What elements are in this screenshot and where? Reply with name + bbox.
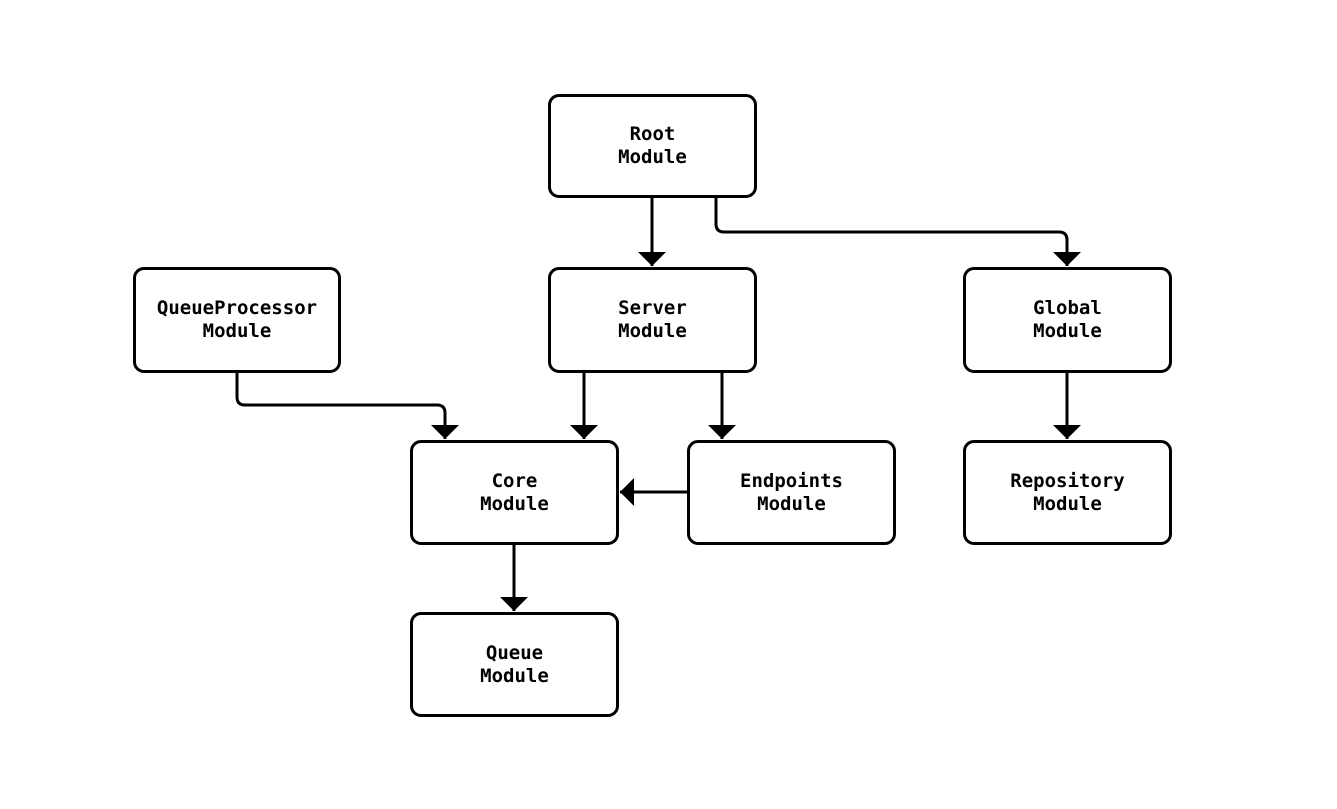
node-root-module-line2: Module <box>618 146 687 168</box>
node-root-module-label: Root Module <box>618 123 687 169</box>
node-repository-module-line2: Module <box>1033 492 1102 515</box>
node-queue-module-line2: Module <box>480 664 549 687</box>
node-global-module-line2: Module <box>1033 320 1102 342</box>
node-repository-module: Repository Module <box>963 440 1172 545</box>
node-endpoints-module-line1: Endpoints <box>740 469 843 492</box>
node-server-module-label: Server Module <box>618 297 687 343</box>
node-server-module: Server Module <box>548 267 757 373</box>
node-repository-module-line1: Repository <box>1010 469 1125 492</box>
node-queueprocessor-module-label: QueueProcessor Module <box>157 297 317 343</box>
node-global-module-label: Global Module <box>1033 297 1102 343</box>
node-queue-module-line1: Queue <box>485 641 544 664</box>
edge-root-module-to-global-module <box>714 197 1081 266</box>
node-core-module-label: Core Module <box>480 470 549 516</box>
node-endpoints-module-line2: Module <box>757 492 826 515</box>
node-endpoints-module-label: Endpoints Module <box>740 470 843 516</box>
node-root-module: Root Module <box>548 94 757 198</box>
edge-queueprocessor-module-to-core-module <box>235 373 459 439</box>
node-endpoints-module: Endpoints Module <box>687 440 896 545</box>
node-queueprocessor-module-line1: QueueProcessor <box>156 297 318 319</box>
node-core-module-line1: Core <box>491 469 538 492</box>
node-global-module-line1: Global <box>1033 297 1102 319</box>
node-queueprocessor-module: QueueProcessor Module <box>133 267 341 373</box>
node-root-module-line1: Root <box>629 123 676 145</box>
node-global-module: Global Module <box>963 267 1172 373</box>
node-queue-module-label: Queue Module <box>480 642 549 688</box>
node-queue-module: Queue Module <box>410 612 619 717</box>
node-core-module: Core Module <box>410 440 619 545</box>
node-repository-module-label: Repository Module <box>1010 470 1124 516</box>
node-server-module-line1: Server <box>618 297 687 319</box>
node-queueprocessor-module-line2: Module <box>202 320 272 342</box>
node-server-module-line2: Module <box>618 320 687 342</box>
node-core-module-line2: Module <box>480 492 549 515</box>
